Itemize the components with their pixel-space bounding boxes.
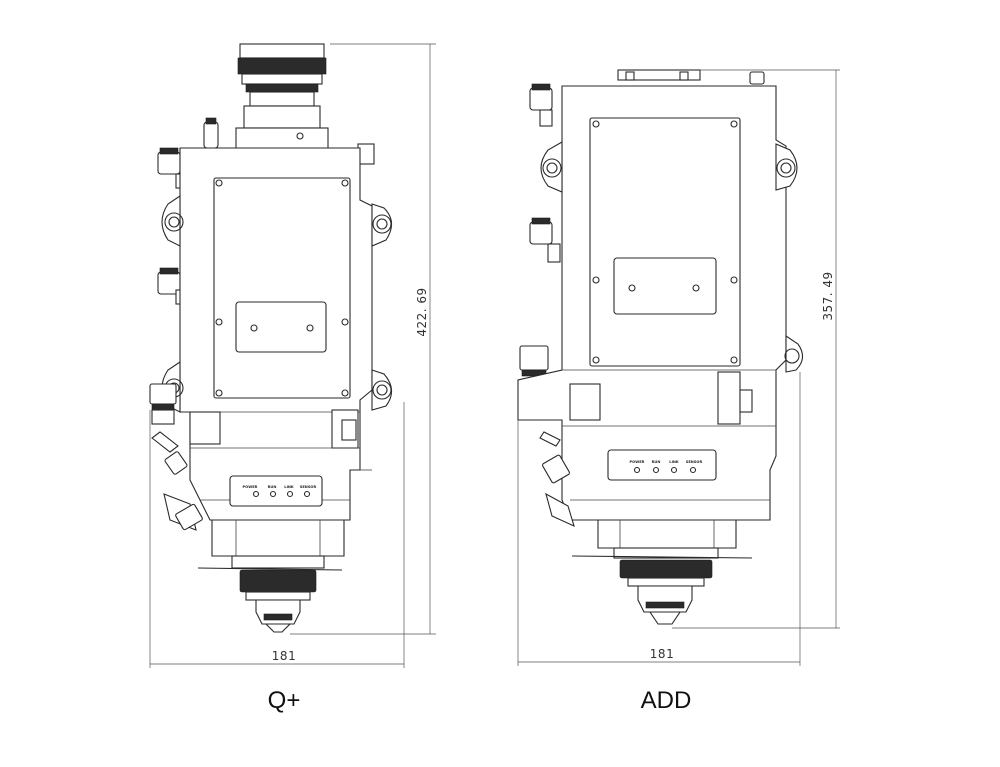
cover-plate — [213, 177, 351, 399]
led-label-run: RUN — [652, 460, 661, 464]
led-label-run: RUN — [268, 485, 277, 489]
top-cap — [239, 43, 325, 59]
q-plus-height-dimension: 422. 69 — [415, 287, 429, 336]
knurled-ring-bottom — [619, 559, 713, 579]
led-panel — [229, 475, 323, 507]
add-dimensions — [517, 69, 840, 666]
led-label-link: LINK — [284, 485, 294, 489]
cover-plate — [589, 117, 741, 367]
q-plus-width-dimension: 181 — [272, 649, 296, 663]
q-plus-dimensions — [149, 43, 436, 668]
add-label: ADD — [641, 687, 692, 714]
add-width-dimension: 181 — [650, 647, 674, 661]
knurled-ring-bottom — [239, 569, 317, 593]
led-panel — [607, 449, 717, 481]
laser-head-add: POWER RUN LINK SENSOR — [517, 69, 804, 625]
led-label-power: POWER — [243, 485, 258, 489]
led-label-power: POWER — [630, 460, 645, 464]
led-label-sensor: SENSOR — [300, 485, 317, 489]
laser-head-q-plus: POWER RUN LINK SENSOR — [149, 43, 393, 633]
add-height-dimension: 357. 49 — [821, 271, 835, 320]
q-plus-label: Q+ — [268, 687, 301, 714]
led-label-sensor: SENSOR — [686, 460, 703, 464]
led-label-link: LINK — [669, 460, 679, 464]
knurled-ring-top — [237, 57, 327, 75]
